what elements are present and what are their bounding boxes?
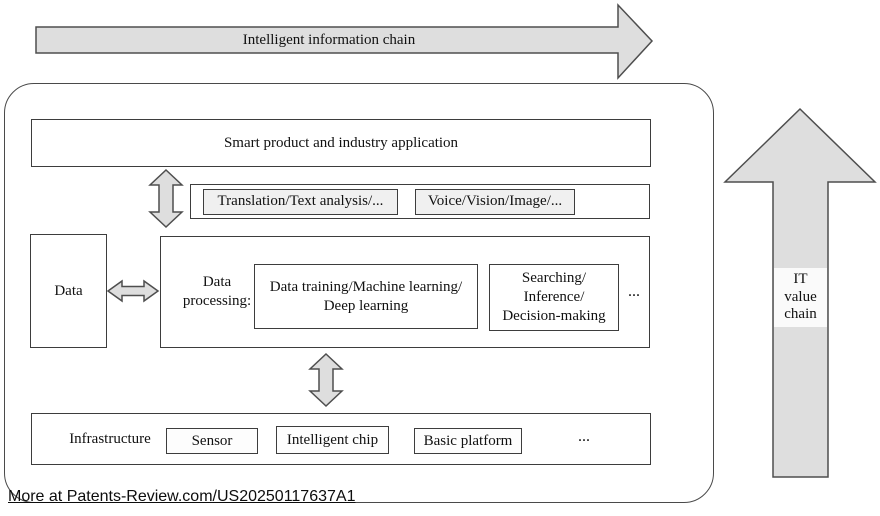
translation-text-analysis-label: Translation/Text analysis/... bbox=[217, 193, 384, 209]
voice-vision-image-box: Voice/Vision/Image/... bbox=[415, 188, 575, 215]
patents-review-link[interactable]: More at Patents-Review.com/US20250117637… bbox=[8, 488, 356, 505]
capability-row-box: Translation/Text analysis/... Voice/Visi… bbox=[190, 184, 650, 219]
basic-platform-box: Basic platform bbox=[414, 428, 522, 454]
intelligent-chip-box: Intelligent chip bbox=[276, 426, 389, 454]
infrastructure-label: Infrastructure bbox=[69, 430, 151, 447]
application-label: Smart product and industry application bbox=[223, 134, 459, 151]
data-training-line-1: Data training/Machine learning/ bbox=[269, 278, 463, 295]
data-processing-label: Data processing: bbox=[182, 274, 252, 309]
basic-platform-label: Basic platform bbox=[423, 432, 513, 449]
data-box: Data bbox=[30, 234, 107, 348]
data-training-line-2: Deep learning bbox=[323, 297, 409, 314]
data-processing-box: Data processing: Data training/Machine l… bbox=[160, 236, 650, 348]
searching-inference-box: Searching/ Inference/ Decision-making bbox=[489, 264, 619, 331]
chain-line: chain bbox=[784, 306, 817, 323]
data-processing-ellipsis: ... bbox=[628, 283, 640, 300]
intelligent-chip-label: Intelligent chip bbox=[286, 431, 379, 448]
infrastructure-ellipsis: ... bbox=[578, 428, 590, 445]
translation-text-analysis-box: Translation/Text analysis/... bbox=[203, 188, 398, 215]
searching-line: Searching/ bbox=[521, 270, 587, 287]
it-value-chain-label: IT value chain bbox=[774, 268, 827, 328]
voice-vision-image-label: Voice/Vision/Image/... bbox=[427, 193, 563, 209]
it-line: IT bbox=[793, 271, 808, 287]
data-label: Data bbox=[54, 282, 83, 299]
data-training-box: Data training/Machine learning/ Deep lea… bbox=[254, 264, 478, 329]
value-line: value bbox=[784, 288, 817, 305]
inference-line: Inference/ bbox=[523, 289, 585, 306]
application-box: Smart product and industry application bbox=[31, 119, 651, 167]
ai-framework-container bbox=[4, 83, 714, 503]
infrastructure-box: Infrastructure Sensor Intelligent chip B… bbox=[31, 413, 651, 465]
decision-making-line: Decision-making bbox=[502, 307, 606, 324]
sensor-label: Sensor bbox=[191, 432, 233, 449]
sensor-box: Sensor bbox=[166, 428, 258, 454]
top-arrow-label: Intelligent information chain bbox=[242, 31, 416, 48]
